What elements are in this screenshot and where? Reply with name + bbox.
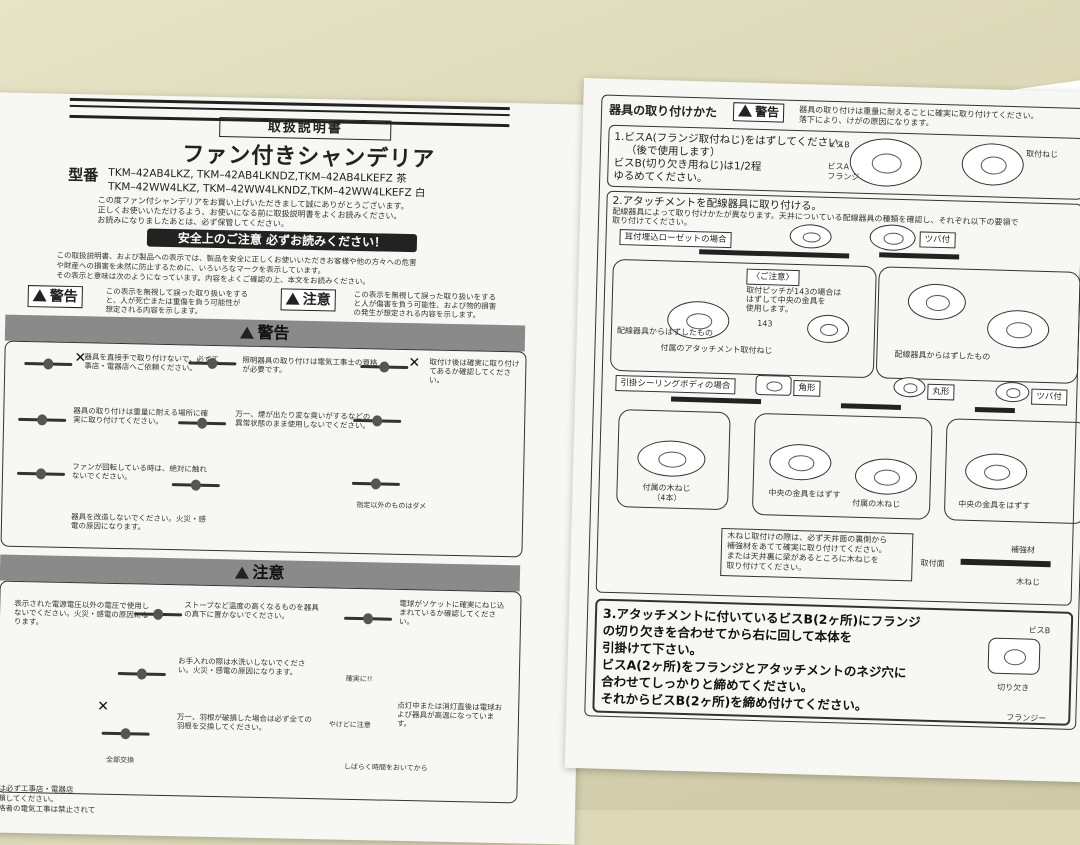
footer-line: 無資格者の電気工事は禁止されて — [0, 803, 96, 815]
caution-blurb: お手入れの際は水洗いしないでください。火災・感電の原因になります。 — [177, 656, 306, 677]
warning-section-title: 警告 — [257, 322, 290, 343]
warning-desc: 想定される内容を示します。 — [105, 304, 203, 316]
part-label: 取付ねじ — [1025, 149, 1059, 160]
caution-desc: の発生が想定される内容を示します。 — [353, 307, 481, 320]
embedded-rosette-label: 埋込ローゼットの場合 — [641, 232, 727, 246]
reinforce-label: 木ねじ — [1015, 577, 1041, 587]
notice-text: 使用します。 — [745, 303, 793, 314]
flow-arrow — [974, 407, 1015, 414]
fan-illustration — [178, 414, 226, 433]
shape-tag: ツバ付 — [1031, 388, 1068, 406]
caution-triangle-icon — [285, 292, 300, 305]
part-label: （4本） — [652, 493, 682, 503]
model-label: 型番 — [68, 165, 99, 185]
caption: しばらく時間をおいてから — [343, 762, 428, 773]
caption: 確実に!! — [345, 674, 373, 684]
reinforce-label: 補強材 — [1010, 545, 1036, 555]
ceiling-body-tag: 引掛シーリングボディの場合 — [615, 375, 736, 395]
prohibited-x-icon: ✕ — [408, 355, 421, 372]
step3-label: フランジー — [1006, 713, 1047, 724]
caution-label: 注意 — [280, 288, 336, 312]
fan-illustration — [101, 725, 149, 744]
caution-label-text: 注意 — [302, 291, 331, 309]
step2-sub: 取り付けてください。 — [611, 215, 692, 228]
installation-warning-text: 警告 — [754, 104, 780, 120]
caption: やけどに注意 — [328, 720, 371, 730]
fan-illustration — [118, 665, 166, 684]
fan-illustration — [188, 354, 236, 373]
pitch-value: 143 — [757, 318, 773, 329]
fan-illustration — [134, 605, 182, 624]
instruction-sheet-installation: 器具の取り付けかた 警告 器具の取り付けは重量に耐えることに確実に取り付けてくだ… — [564, 78, 1080, 783]
fan-illustration — [344, 610, 392, 629]
part-label: ビスB — [828, 139, 850, 150]
notice-title: 〈ご注意〉 — [746, 268, 800, 287]
step1-line: ゆるめてください。 — [613, 169, 708, 185]
warning-triangle-icon — [32, 289, 47, 302]
warning-label-text: 警告 — [49, 288, 78, 306]
instruction-sheet-safety: 取扱説明書 ファン付きシャンデリア 型番 TKM–42AB4LKZ, TKM–4… — [0, 92, 590, 845]
tsuba-tag: ツバ付 — [919, 231, 956, 249]
part-label: フランジ — [827, 171, 860, 182]
embedded-rosette-tag: 耳付埋込ローゼットの場合 — [619, 229, 732, 249]
caution-section-title: 注意 — [252, 562, 285, 583]
warning-triangle-icon — [737, 104, 753, 117]
caption: 全部交換 — [105, 755, 135, 765]
caution-blurb: 万一、羽根が破損した場合は必ず全ての羽根を交換してください。 — [176, 712, 313, 733]
warning-blurb: 器具を改造しないでください。火災・感電の原因になります。 — [70, 512, 206, 532]
shape-tag: 角形 — [793, 379, 821, 397]
warning-label: 警告 — [27, 285, 83, 309]
caution-blurb: ストーブなど温度の高くなるものを器具の真下に置かないでください。 — [184, 600, 319, 621]
prohibited-x-icon: ✕ — [96, 698, 110, 715]
caution-blurb: 電球がソケットに確実にねじ込まれているか確認してください。 — [398, 598, 505, 627]
reinforce-label: 取付面 — [920, 558, 945, 569]
part-label: 付属の木ねじ — [852, 498, 901, 509]
fan-illustration — [24, 355, 72, 374]
step3-label: 切り欠き — [997, 682, 1030, 693]
warning-triangle-icon — [240, 326, 255, 339]
fan-illustration — [352, 475, 400, 494]
warning-blurb: 取付け後は確実に取り付けてあるか確認してください。 — [428, 357, 520, 385]
square-body-diagram — [755, 374, 792, 396]
caution-triangle-icon — [235, 566, 250, 579]
part-label: 中央の金具をはずす — [958, 499, 1031, 511]
flange-notch-diagram — [987, 637, 1041, 675]
embedded-prefix: 耳付 — [624, 232, 642, 243]
fan-illustration — [18, 411, 66, 430]
part-label: 中央の金具をはずす — [768, 488, 841, 500]
fan-illustration — [353, 412, 401, 431]
fan-illustration — [172, 476, 220, 495]
safety-notice-bar: 安全上のご注意 必ずお読みください！ — [146, 228, 418, 253]
fan-illustration — [360, 358, 408, 377]
caution-blurb: 点灯中または消灯直後は電球および器具が高温になっています。 — [396, 700, 503, 729]
fan-illustration — [17, 465, 65, 484]
wood-screw-note: 取り付けてください。 — [726, 561, 807, 573]
installation-warning-label: 警告 — [732, 102, 785, 123]
step3-label: ビスB — [1028, 625, 1051, 636]
shape-tag: 丸形 — [927, 383, 955, 401]
tsuba-step-box — [875, 266, 1080, 384]
installation-heading: 器具の取り付けかた — [608, 102, 718, 120]
caption: 指定以外のものはダメ — [356, 500, 427, 511]
